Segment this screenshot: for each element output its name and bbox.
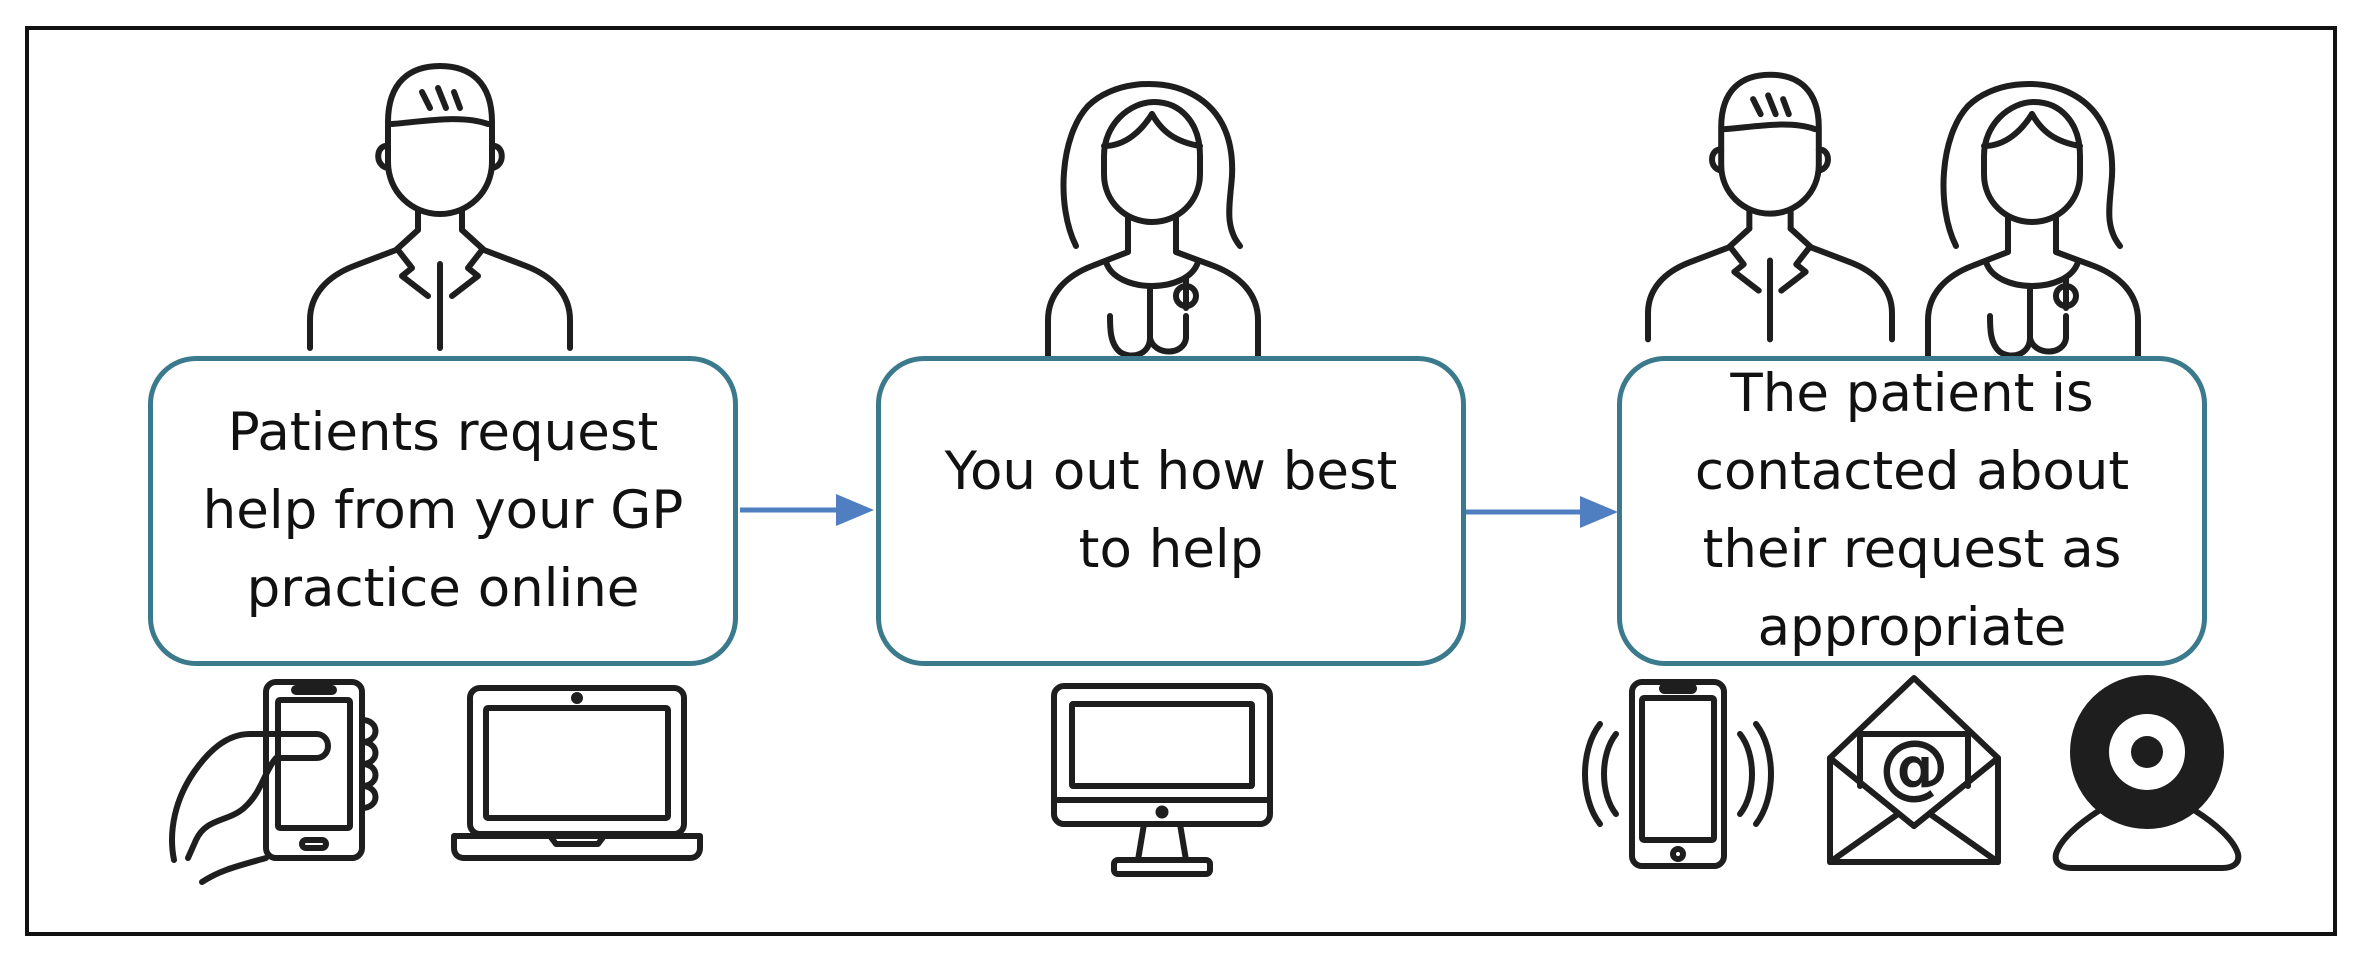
- arrow-2-to-3: [1466, 496, 1618, 528]
- female-doctor-icon: [1046, 76, 1260, 360]
- svg-text:@: @: [1879, 725, 1949, 807]
- diagram-frame: [25, 26, 2337, 936]
- arrow-1-to-2: [740, 494, 874, 526]
- male-patient-icon: [310, 64, 570, 352]
- laptop-icon: [452, 686, 702, 860]
- email-envelope-icon: @: [1826, 674, 2002, 866]
- webcam-icon: [2050, 676, 2244, 872]
- female-doctor-icon: [1926, 76, 2140, 360]
- ringing-phone-icon: [1580, 678, 1776, 870]
- male-patient-icon: [1648, 64, 1892, 352]
- desktop-monitor-icon: [1052, 684, 1272, 878]
- hand-holding-smartphone-icon: [166, 680, 390, 884]
